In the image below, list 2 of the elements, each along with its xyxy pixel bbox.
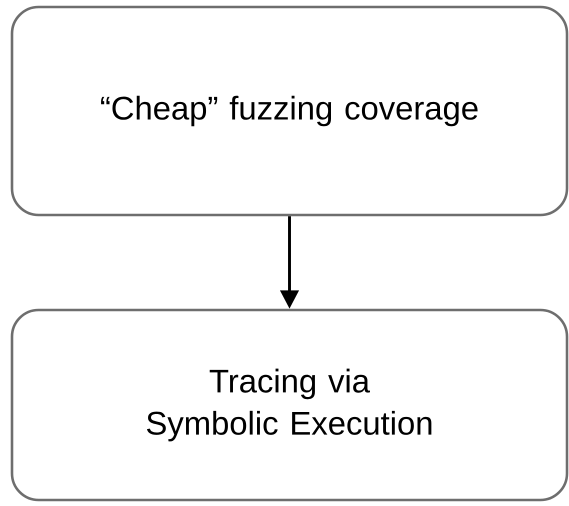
process-box: “Cheap” fuzzing coverage xyxy=(10,6,568,216)
process-box: Tracing via Symbolic Execution xyxy=(10,308,568,502)
